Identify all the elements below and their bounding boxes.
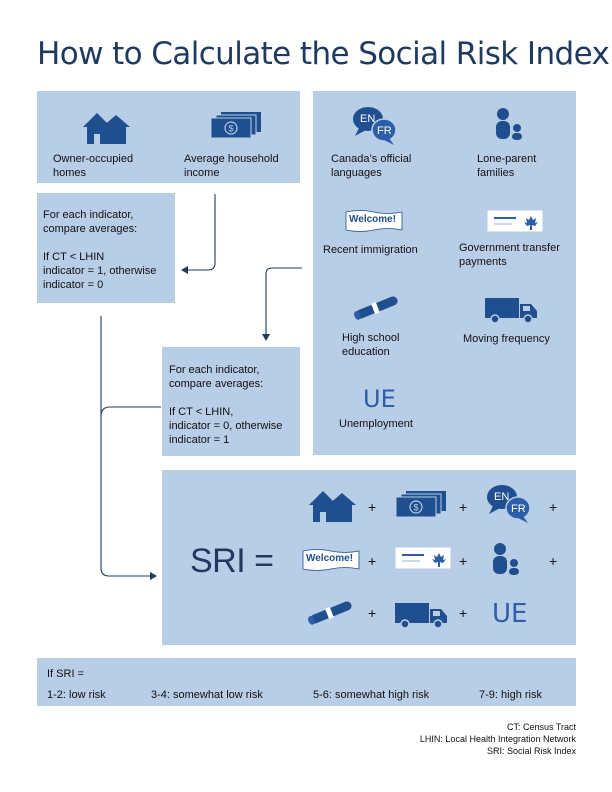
plus-sign: + (368, 605, 377, 621)
lone-parent-icon (496, 108, 522, 140)
label-lone-parent-families: Lone-parent families (477, 153, 537, 179)
risk-high: 7-9: high risk (479, 689, 542, 701)
welcome-banner-icon: Welcome! (345, 209, 403, 233)
diploma-icon (354, 296, 398, 320)
label-unemployment: Unemployment (339, 418, 413, 430)
footnote-lhin: LHIN: Local Health Integration Network (419, 734, 576, 744)
plus-sign: + (368, 499, 377, 515)
formula-house-icon (309, 491, 356, 522)
rule-b-line5: indicator = 1 (169, 434, 230, 446)
rule-b-line2: compare averages: (169, 378, 264, 390)
connector-rule-b-join (100, 406, 161, 417)
moving-truck-icon (485, 298, 537, 324)
formula-lone-parent-icon (493, 543, 519, 575)
rule-a-text: For each indicator, compare averages: If… (43, 208, 156, 292)
formula-moving-truck-icon (395, 603, 447, 629)
page-title: How to Calculate the Social Risk Index (37, 36, 610, 72)
panel-homes-income (37, 91, 300, 183)
plus-sign: + (459, 605, 468, 621)
welcome-text: Welcome! (306, 553, 354, 564)
plus-sign: + (368, 553, 377, 569)
government-cheque-icon (486, 209, 544, 233)
en-label: EN (494, 491, 510, 503)
label-owner-occupied-homes: Owner-occupied homes (53, 153, 134, 179)
plus-sign: + (459, 553, 468, 569)
label-official-languages: Canada’s official languages (331, 153, 412, 179)
sri-equation-label: SRI = (190, 542, 274, 580)
risk-low: 1-2: low risk (47, 689, 106, 701)
risk-somewhat-high: 5-6: somewhat high risk (313, 689, 430, 701)
footnote-ct: CT: Census Tract (506, 722, 576, 732)
footnotes: CT: Census Tract LHIN: Local Health Inte… (420, 721, 576, 757)
rule-b-line4: indicator = 0, otherwise (169, 420, 283, 432)
house-icon (83, 113, 130, 144)
footnote-sri: SRI: Social Risk Index (486, 746, 576, 756)
speech-bubbles-icon: EN FR (351, 106, 397, 146)
label-moving-frequency: Moving frequency (463, 333, 550, 345)
ue-icon: UE (363, 385, 396, 413)
formula-welcome-banner-icon: Welcome! (302, 548, 360, 572)
panel-rule-b (162, 347, 300, 456)
plus-sign: + (459, 499, 468, 515)
rule-b-line3: If CT < LHIN, (169, 406, 234, 418)
rule-a-line4: indicator = 1, otherwise (43, 265, 157, 277)
fr-label: FR (511, 503, 526, 515)
panel-rule-a (37, 193, 175, 303)
label-recent-immigration: Recent immigration (323, 244, 418, 256)
risk-somewhat-low: 3-4: somewhat low risk (151, 689, 263, 701)
formula-ue-icon: UE (492, 599, 528, 629)
en-label: EN (360, 113, 376, 125)
fr-label: FR (377, 125, 392, 137)
label-government-transfer-payments: Government transfer payments (459, 242, 560, 268)
rule-b-text: For each indicator, compare averages: If… (169, 363, 282, 447)
connector-right-to-rule-b (262, 267, 302, 341)
formula-money-icon: $ (396, 491, 446, 518)
money-icon: $ (211, 112, 261, 139)
rule-a-line5: indicator = 0 (43, 279, 104, 291)
rule-a-line3: If CT < LHIN (43, 251, 105, 263)
welcome-text: Welcome! (349, 214, 397, 225)
rule-a-line1: For each indicator, (43, 209, 134, 221)
risk-heading: If SRI = (47, 668, 84, 680)
formula-speech-bubbles-icon: EN FR (485, 484, 531, 524)
panel-risk-legend (37, 658, 576, 706)
rule-a-line2: compare averages: (43, 223, 138, 235)
plus-sign: + (549, 499, 558, 515)
svg-text:$: $ (413, 503, 418, 513)
connector-income-to-rule-a (181, 194, 216, 274)
connector-rules-to-formula (100, 316, 157, 580)
rule-b-line1: For each indicator, (169, 364, 260, 376)
label-high-school-education: High school education (342, 332, 400, 358)
panel-indicators-right (313, 91, 576, 455)
label-average-household-income: Average household income (184, 153, 279, 179)
formula-government-cheque-icon (394, 546, 452, 570)
formula-diploma-icon (308, 601, 352, 625)
svg-text:$: $ (228, 124, 233, 134)
plus-sign: + (549, 553, 558, 569)
